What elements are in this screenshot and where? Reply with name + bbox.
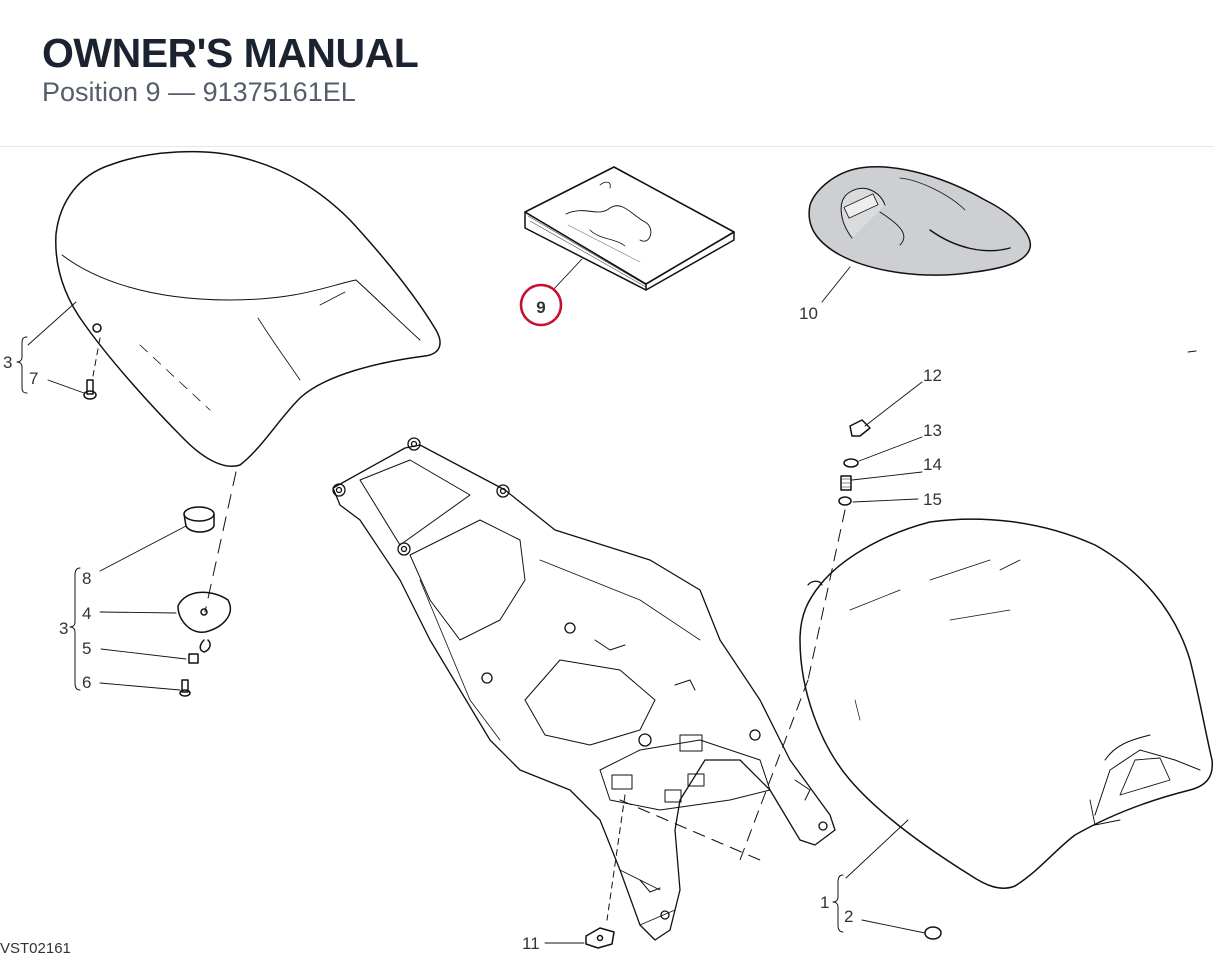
- callout-2: 2: [844, 907, 853, 926]
- page-header: OWNER'S MANUAL Position 9 — 91375161EL: [0, 0, 1214, 147]
- callout-11: 11: [522, 934, 540, 953]
- clip-part11: [585, 927, 615, 949]
- callout-8: 8: [82, 569, 91, 588]
- owners-manual-book: [524, 166, 735, 291]
- rider-seat: [799, 518, 1213, 889]
- callout-12: 12: [923, 366, 942, 385]
- callout-6: 6: [82, 673, 91, 692]
- callout-14: 14: [923, 455, 942, 474]
- callout-1: 1: [820, 893, 829, 912]
- leader-lines: [27, 258, 926, 944]
- callout-13: 13: [923, 421, 942, 440]
- seat-cover-part10: [808, 166, 1031, 276]
- callout-9: 9: [536, 298, 545, 317]
- callout-3-bottom: 3: [59, 619, 68, 638]
- seat-pin-part7: [83, 323, 102, 400]
- rear-subframe: [332, 437, 836, 941]
- seat-support-hardware: [177, 471, 237, 697]
- grommet-part2: [924, 926, 942, 940]
- page-title: OWNER'S MANUAL: [42, 30, 419, 76]
- group-braces: [16, 336, 844, 933]
- callout-10: 10: [799, 304, 818, 323]
- callout-4: 4: [82, 604, 91, 623]
- callout-5: 5: [82, 639, 91, 658]
- callout-15: 15: [923, 490, 942, 509]
- highlight-callout-circle: [519, 283, 563, 327]
- page-subtitle: Position 9 — 91375161EL: [42, 77, 356, 107]
- callout-7: 7: [29, 369, 38, 388]
- drawing-reference-code: VST02161: [0, 940, 71, 957]
- latch-hardware: [739, 419, 871, 861]
- callout-3-top: 3: [3, 353, 12, 372]
- passenger-seat: [55, 150, 441, 467]
